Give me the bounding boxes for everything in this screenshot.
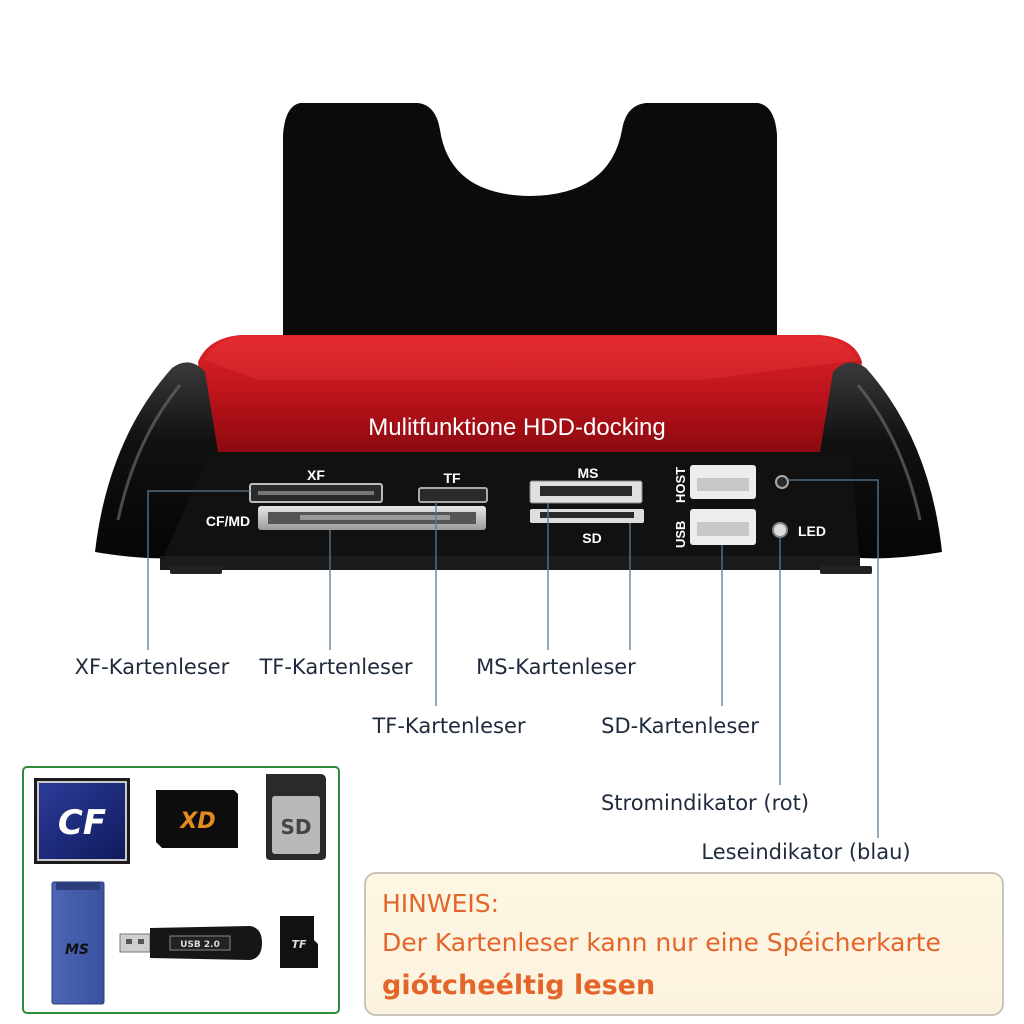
usb-host-port[interactable] (690, 465, 756, 499)
xf-slot[interactable] (249, 483, 383, 503)
callout-ms-reader: MS-Kartenleser (476, 655, 636, 679)
xd-card-icon: XD (156, 790, 238, 848)
usb-card-reader-icon: USB 2.0 (119, 926, 262, 960)
micro-sd-label: TF (291, 938, 307, 951)
callout-tf-reader-2: TF-Kartenleser (371, 714, 525, 738)
note-box: HINWEIS: Der Kartenleser kann nur eine S… (364, 872, 1004, 1016)
sd-slot[interactable] (530, 509, 644, 523)
callout-power-indicator: Stromindikator (rot) (601, 791, 809, 815)
slot-label-host: HOST (673, 467, 688, 503)
cf-md-slot[interactable] (258, 506, 486, 530)
micro-sd-card-icon: TF (280, 916, 318, 968)
ms-card-icon: MS (51, 881, 105, 1005)
slot-label-sd: SD (582, 530, 601, 546)
dock-foot-right (820, 566, 872, 574)
slot-label-tf: TF (443, 470, 461, 486)
hdd-holder-plate (283, 103, 777, 345)
dock-front-panel (160, 452, 860, 565)
slot-label-xf: XF (307, 467, 325, 483)
leader-xf (147, 490, 250, 650)
usb-port[interactable] (690, 509, 756, 545)
dock-foot-left (170, 566, 222, 574)
ms-slot[interactable] (529, 480, 643, 504)
note-text: Der Kartenleser kann nur eine Spéicherka… (382, 928, 941, 957)
dock-red-top (198, 335, 862, 452)
note-text-emphasis: giótcheéltig lesen (382, 970, 656, 1001)
callout-read-indicator: Leseindikator (blau) (701, 840, 910, 864)
power-led (772, 522, 788, 538)
callout-tf-reader-1: TF-Kartenleser (258, 655, 412, 679)
read-led (775, 475, 789, 489)
ms-card-label: MS (65, 942, 89, 958)
device-title: Mulitfunktione HDD-docking (368, 414, 665, 441)
sd-card-icon: SD (266, 774, 326, 860)
supported-cards-panel: CF XD SD MS USB 2.0 TF (22, 766, 340, 1014)
usb-reader-label: USB 2.0 (180, 940, 220, 950)
xd-card-label: XD (178, 809, 215, 834)
sd-card-label: SD (280, 815, 311, 839)
note-title: HINWEIS: (382, 889, 500, 918)
cf-card-label: CF (58, 803, 106, 843)
slot-label-usb: USB (673, 521, 688, 548)
tf-slot[interactable] (418, 487, 488, 503)
leader-read (788, 479, 879, 838)
slot-label-cfmd: CF/MD (206, 513, 250, 529)
slot-label-led: LED (798, 523, 826, 539)
callout-xf-reader: XF-Kartenleser (75, 655, 230, 679)
callout-sd-reader: SD-Kartenleser (601, 714, 759, 738)
slot-label-ms: MS (578, 465, 599, 481)
cf-card-icon: CF (34, 778, 130, 864)
